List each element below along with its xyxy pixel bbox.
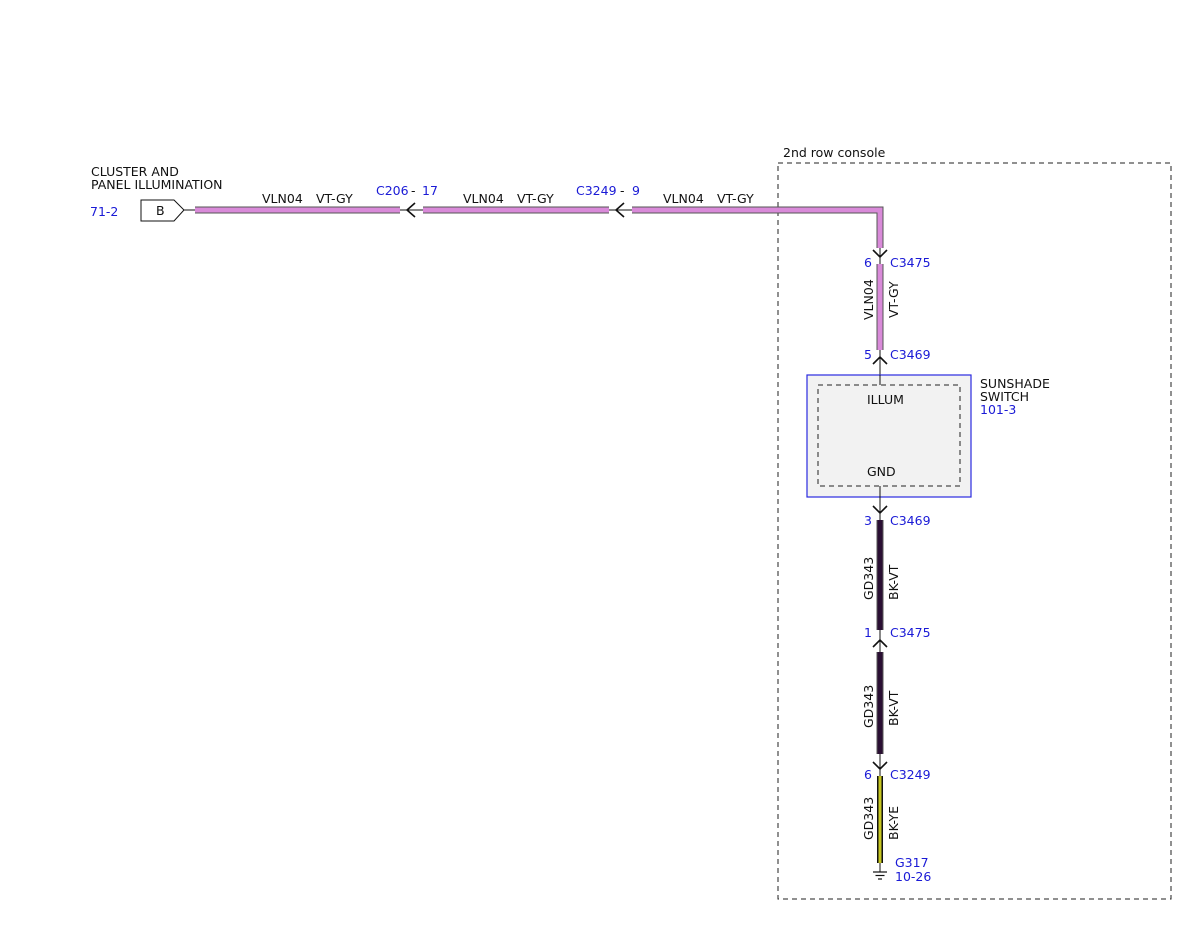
zone-label: 2nd row console [783, 145, 886, 160]
connector-c3249-pin: 9 [632, 183, 640, 198]
module-name-line2: SWITCH [980, 389, 1029, 404]
module-name-line1: SUNSHADE [980, 376, 1050, 391]
source-name-line2: PANEL ILLUMINATION [91, 177, 223, 192]
zone-2nd-row-console [777, 162, 1172, 900]
wire-h-3-circuit: VLN04 [663, 191, 704, 206]
source-connector-letter: B [156, 203, 165, 218]
wire-h-2-color: VT-GY [517, 191, 554, 206]
module-pin-illum: ILLUM [867, 392, 904, 407]
wire-v-1 [876, 264, 884, 350]
connector-c3469-top-symbol [872, 350, 888, 375]
connector-c206-pin: 17 [422, 183, 438, 198]
wire-v-3 [876, 652, 884, 754]
connector-c3249-symbol [609, 202, 632, 218]
wire-v-3-circuit: GD343 [861, 685, 876, 728]
source-connector-tag [140, 199, 185, 222]
wire-v-4-circuit: GD343 [861, 797, 876, 840]
connector-c3249-v-pin: 6 [864, 767, 872, 782]
wire-h-1-color: VT-GY [316, 191, 353, 206]
wire-h-1-circuit: VLN04 [262, 191, 303, 206]
module-sunshade-switch[interactable] [806, 374, 972, 498]
source-name-line1: CLUSTER AND [91, 164, 179, 179]
source-ref[interactable]: 71-2 [90, 204, 118, 219]
wire-v-3-color: BK-VT [886, 690, 901, 726]
connector-c3475-bottom-symbol [872, 630, 888, 652]
wire-h-2 [423, 206, 609, 214]
wire-h-1-fill [195, 207, 400, 213]
connector-c3475-bottom-pin: 1 [864, 625, 872, 640]
connector-c3469-bottom-name[interactable]: C3469 [890, 513, 931, 528]
ground-icon [873, 863, 887, 880]
wire-h-2-fill [423, 207, 609, 213]
connector-c3475-top-name[interactable]: C3475 [890, 255, 931, 270]
connector-c3475-top-pin: 6 [864, 255, 872, 270]
wire-h-3-color: VT-GY [717, 191, 754, 206]
wire-h-3 [632, 206, 884, 248]
module-inner-dashed [817, 384, 961, 487]
wire-v-4 [877, 776, 883, 863]
connector-c3475-top-symbol [872, 248, 888, 264]
module-ref[interactable]: 101-3 [980, 402, 1016, 417]
connector-c206-symbol [400, 202, 423, 218]
wire-v-1-color: VT-GY [886, 281, 901, 318]
connector-c3469-bottom-symbol [872, 486, 888, 520]
connector-c3249-name[interactable]: C3249 [576, 183, 617, 198]
connector-c3249-v-name[interactable]: C3249 [890, 767, 931, 782]
connector-c206-name[interactable]: C206 [376, 183, 409, 198]
wire-v-1-circuit: VLN04 [861, 279, 876, 320]
wire-v-4-color: BK-YE [886, 806, 901, 840]
connector-c3469-top-pin: 5 [864, 347, 872, 362]
wire-h-1 [195, 206, 400, 214]
connector-c3249-sep: - [620, 183, 625, 198]
ground-name[interactable]: G317 [895, 855, 929, 870]
ground-ref[interactable]: 10-26 [895, 869, 931, 884]
connector-c206-sep: - [411, 183, 416, 198]
wire-v-2-circuit: GD343 [861, 557, 876, 600]
wire-v-2-color: BK-VT [886, 564, 901, 600]
connector-c3469-bottom-pin: 3 [864, 513, 872, 528]
connector-c3469-top-name[interactable]: C3469 [890, 347, 931, 362]
wire-v-2 [876, 520, 884, 630]
connector-c3475-bottom-name[interactable]: C3475 [890, 625, 931, 640]
module-pin-gnd: GND [867, 464, 896, 479]
wire-h-2-circuit: VLN04 [463, 191, 504, 206]
connector-c3249-v-symbol [872, 754, 888, 776]
